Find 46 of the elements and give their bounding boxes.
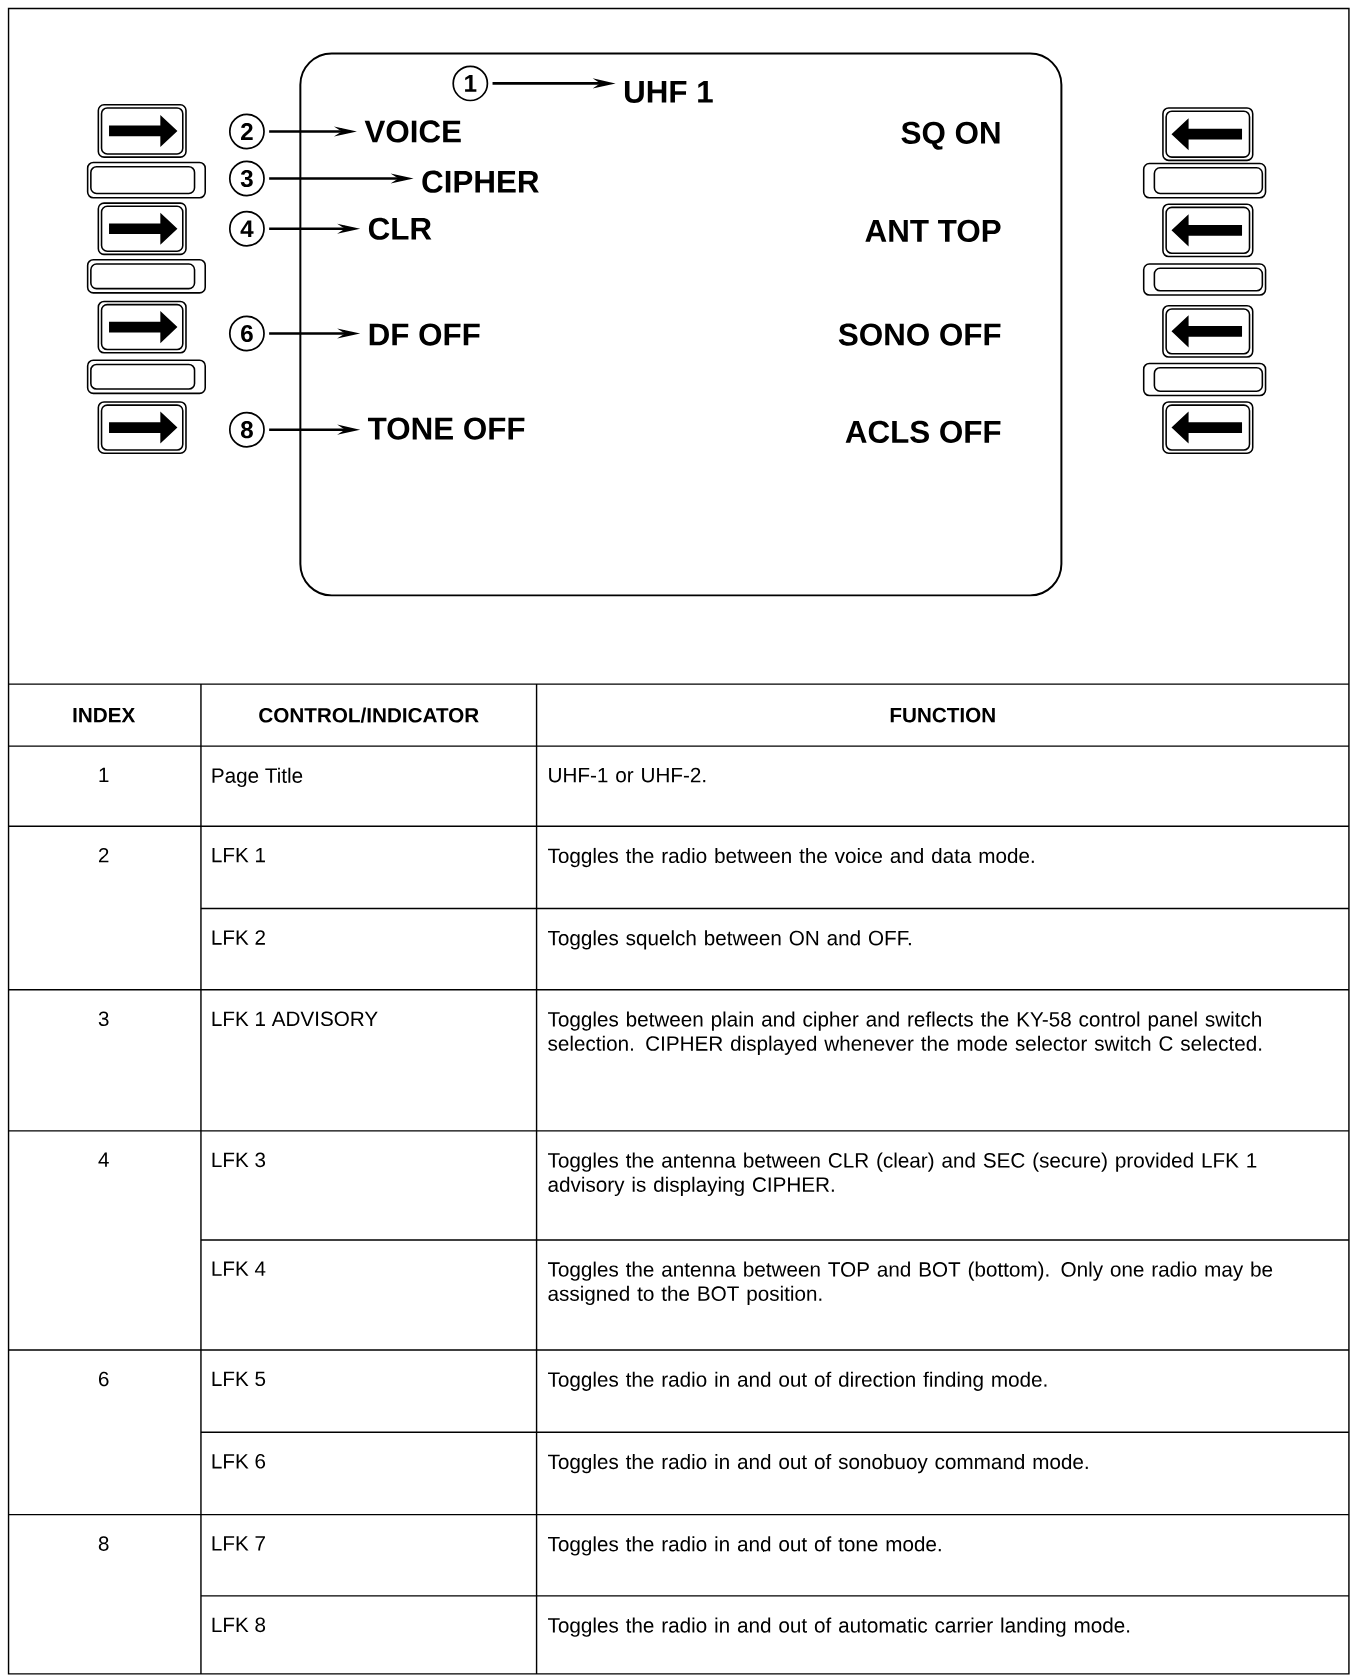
display-text: TONE OFF (367, 417, 525, 440)
table-cell: LFK 6 (212, 1453, 266, 1469)
table-cell: LFK 5 (212, 1371, 266, 1387)
column-header: CONTROL/INDICATOR (259, 707, 479, 723)
display-text: UHF 1 (624, 81, 713, 103)
table-cell: Toggles the radio between the voice and data mode. (548, 847, 1034, 868)
table-cell: Page Title (212, 767, 303, 787)
column-header: FUNCTION (890, 707, 995, 723)
table-cell: LFK 2 (212, 930, 265, 945)
table-cell: Toggles squelch between ON and OFF. (548, 930, 911, 950)
callout-number: 2 (228, 113, 265, 150)
callout-number: 1 (452, 65, 489, 102)
table-cell: 8 (98, 1536, 109, 1551)
column-header: INDEX (73, 708, 136, 723)
table-cell: LFK 4 (212, 1261, 266, 1276)
table-cell: 6 (98, 1371, 109, 1387)
display-text: CIPHER (422, 170, 539, 193)
table-cell: Toggles the antenna between CLR (clear) and SEC (secure) provided LFK 1 advisory is displaying CIPHER. (548, 1152, 1257, 1197)
table-cell: 3 (98, 1011, 109, 1027)
callout-number: 8 (228, 411, 265, 448)
table-cell: UHF-1 or UHF-2. (549, 767, 706, 783)
display-text: SQ ON (901, 121, 1000, 150)
table-cell: LFK 8 (212, 1617, 266, 1633)
table-cell: Toggles the radio in and out of tone mode. (548, 1536, 941, 1556)
callout-number: 3 (228, 160, 265, 197)
table-cell: LFK 3 (212, 1152, 266, 1168)
table-cell: LFK 1 (212, 847, 265, 863)
table-cell: Toggles the radio in and out of automatic carrier landing mode. (548, 1617, 1130, 1637)
table-cell: Toggles between plain and cipher and reflects the KY-58 control panel switch selection. CIPHER displayed whenever the mode selector switch C selected. (548, 1011, 1262, 1055)
display-text: CLR (368, 217, 432, 240)
display-text: ACLS OFF (845, 420, 1001, 443)
table-cell: 1 (99, 767, 109, 782)
table-cell: LFK 7 (212, 1536, 265, 1551)
callout-number: 4 (228, 210, 265, 247)
display-text: VOICE (364, 120, 461, 143)
display-text: ANT TOP (865, 219, 1001, 242)
table-cell: Toggles the antenna between TOP and BOT (bottom). Only one radio may be assigned to the BOT position. (548, 1261, 1273, 1306)
display-text: SONO OFF (838, 323, 1001, 346)
display-text: DF OFF (369, 323, 480, 346)
display-screen (299, 52, 1063, 597)
table-cell: 2 (98, 847, 109, 863)
table-cell: 4 (98, 1152, 109, 1167)
table-cell: LFK 1 ADVISORY (212, 1011, 378, 1027)
table-cell: Toggles the radio in and out of direction finding mode. (548, 1371, 1047, 1391)
callout-number: 6 (228, 315, 265, 352)
table-cell: Toggles the radio in and out of sonobuoy command mode. (548, 1453, 1088, 1474)
